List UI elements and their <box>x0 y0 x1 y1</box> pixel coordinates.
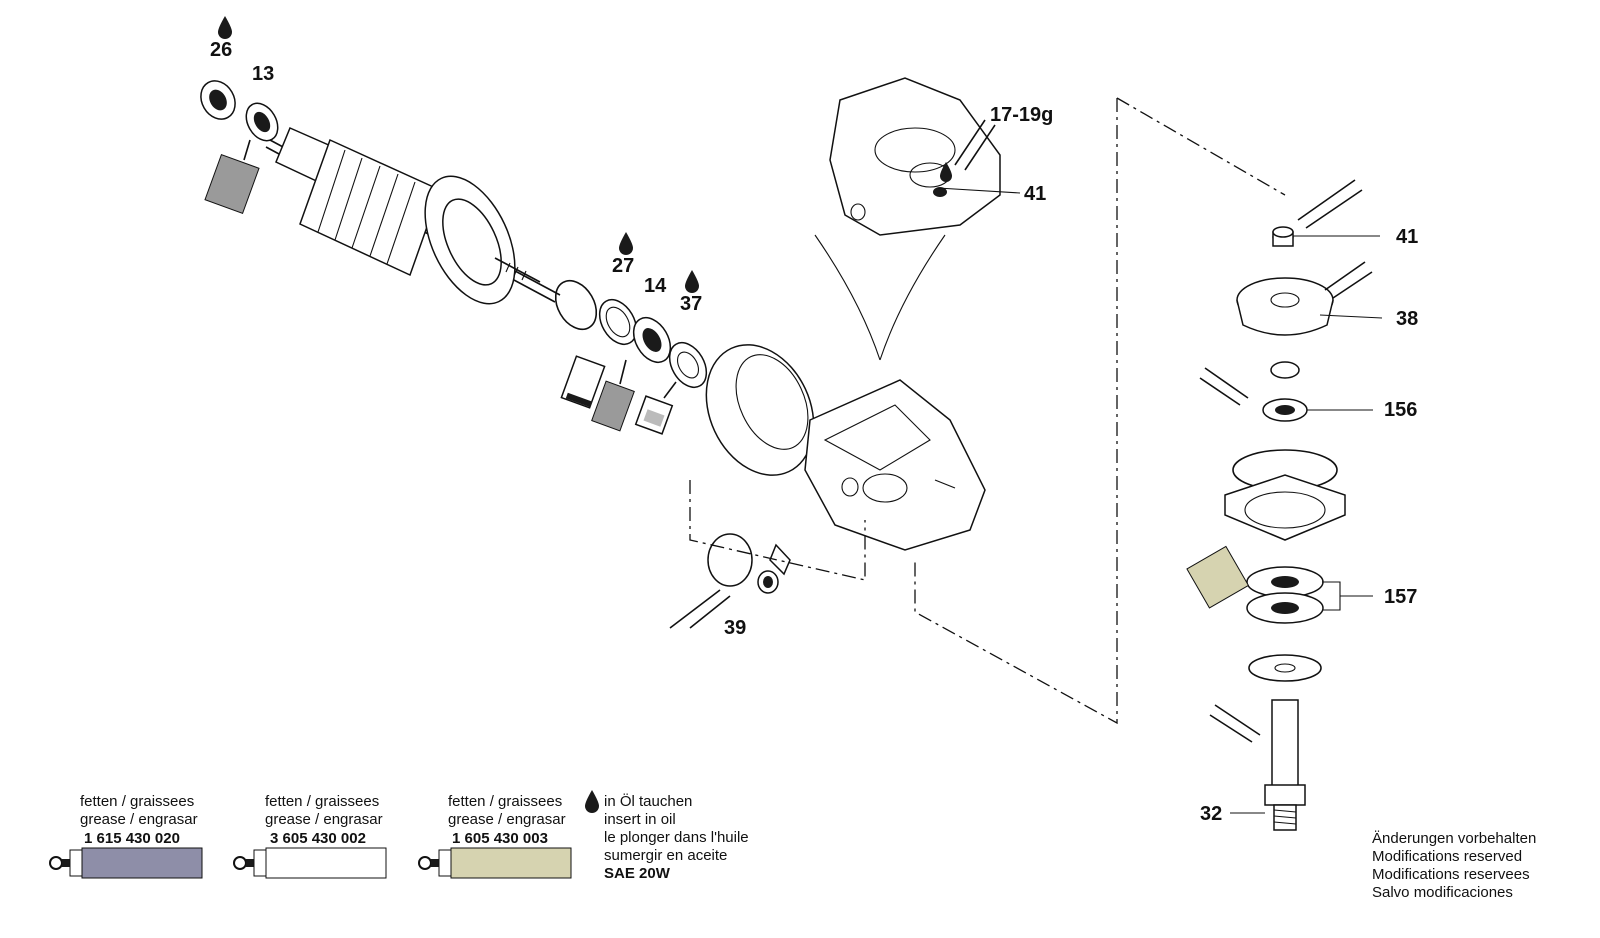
grease-tube-13 <box>204 139 260 215</box>
legend-oil-line1: in Öl tauchen <box>604 792 692 810</box>
label-41-top: 41 <box>1024 183 1046 205</box>
label-17-19g: 17-19g <box>990 104 1053 126</box>
legend-grease-2-line1: fetten / graissees <box>265 793 379 810</box>
grease-tube-2-swatch <box>265 847 387 879</box>
leader-lines <box>937 187 1383 814</box>
part-13-bearing <box>245 102 279 142</box>
legend-oil-line5: SAE 20W <box>604 865 671 882</box>
label-32: 32 <box>1200 803 1222 825</box>
legend-oil-line2: insert in oil <box>604 811 676 828</box>
label-14: 14 <box>644 275 667 297</box>
part-39-pinion <box>669 480 866 629</box>
label-37: 37 <box>680 293 702 315</box>
oil-drop-icons <box>218 16 952 293</box>
legend-oil-line4: sumergir en aceite <box>604 847 727 864</box>
legend-grease-1: fetten / graissees grease / engrasar 1 6… <box>49 793 203 879</box>
part-14-bearing <box>632 316 672 364</box>
grease-tube-3-swatch <box>450 847 572 879</box>
grease-tubes-middle <box>560 355 677 435</box>
oil-drop-icon <box>585 790 599 813</box>
label-39: 39 <box>724 617 746 639</box>
part-37-needle-bearing <box>668 341 708 389</box>
spindle-assembly <box>914 97 1373 831</box>
label-26: 26 <box>210 39 232 61</box>
label-156: 156 <box>1384 399 1417 421</box>
legend-grease-1-code: 1 615 430 020 <box>84 830 180 847</box>
label-27: 27 <box>612 255 634 277</box>
part-27-ring <box>598 298 638 346</box>
legend-grease-3-code: 1 605 430 003 <box>452 830 548 847</box>
legend-grease-2-line2: grease / engrasar <box>265 811 383 828</box>
grease-tube-1-swatch <box>81 847 203 879</box>
bearing-flange <box>705 344 815 476</box>
legend-grease-3: fetten / graissees grease / engrasar 1 6… <box>418 793 572 879</box>
part-26-bearing-cap <box>200 80 236 120</box>
modifications-notice: Änderungen vorbehalten Modifications res… <box>1372 830 1536 901</box>
legend-oil-line3: le plonger dans l'huile <box>604 829 749 846</box>
notice-line1: Änderungen vorbehalten <box>1372 830 1536 847</box>
armature-assembly <box>265 127 561 305</box>
label-13: 13 <box>252 63 274 85</box>
label-157: 157 <box>1384 586 1417 608</box>
legend-grease-2: fetten / graissees grease / engrasar 3 6… <box>233 793 387 879</box>
housing-detail-top <box>814 77 1001 361</box>
gear-housing <box>804 379 986 551</box>
retaining-ring <box>554 279 598 331</box>
legend-grease-3-line2: grease / engrasar <box>448 811 566 828</box>
legend-oil: in Öl tauchen insert in oil le plonger d… <box>585 790 749 882</box>
notice-line3: Modifications reservees <box>1372 866 1530 883</box>
legend-grease-1-line2: grease / engrasar <box>80 811 198 828</box>
notice-line2: Modifications reserved <box>1372 848 1522 865</box>
legend-grease-1-line1: fetten / graissees <box>80 793 194 810</box>
notice-line4: Salvo modificaciones <box>1372 884 1513 901</box>
legend-grease-3-line1: fetten / graissees <box>448 793 562 810</box>
legend-grease-2-code: 3 605 430 002 <box>270 830 366 847</box>
label-41-right: 41 <box>1396 226 1418 248</box>
label-38: 38 <box>1396 308 1418 330</box>
